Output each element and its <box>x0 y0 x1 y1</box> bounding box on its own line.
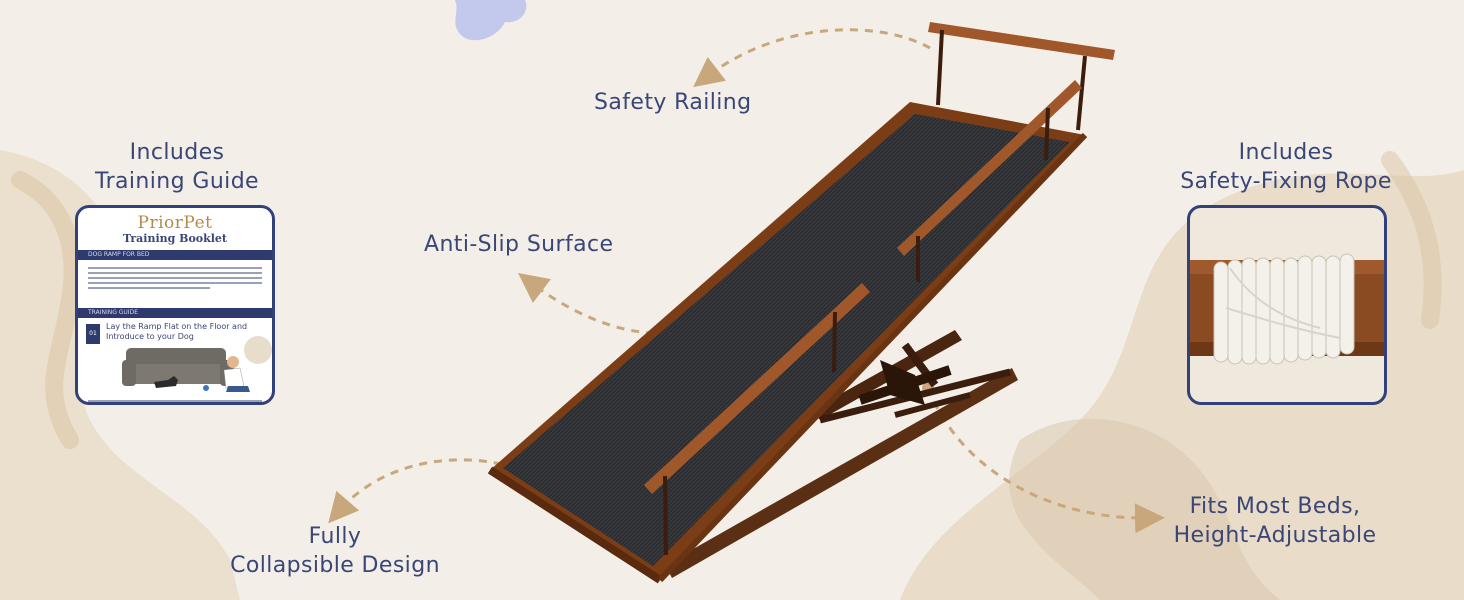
safety-railings <box>644 22 1115 556</box>
booklet-step-title-line-2: Introduce to your Dog <box>106 332 194 341</box>
booklet-sofa-illustration <box>122 336 272 392</box>
label-fits-beds-line-1: Fits Most Beds, <box>1189 494 1361 519</box>
booklet-section-bar-2: TRAINING GUIDE <box>78 308 272 318</box>
label-safety-railing-text: Safety Railing <box>594 90 752 115</box>
ramp-support <box>665 330 1018 578</box>
rope-closeup-image <box>1190 253 1384 365</box>
label-training-guide: Includes Training Guide <box>82 138 272 196</box>
background-blob-left <box>0 150 240 600</box>
booklet-step-title: Lay the Ramp Flat on the Floor and Intro… <box>106 322 247 342</box>
booklet-brand: PriorPet <box>137 213 213 233</box>
label-collapsible-line-2: Collapsible Design <box>230 553 440 578</box>
label-rope-line-1: Includes <box>1238 140 1334 165</box>
booklet-step-title-line-1: Lay the Ramp Flat on the Floor and <box>106 322 248 331</box>
label-anti-slip: Anti-Slip Surface <box>424 230 613 259</box>
booklet-title: Training Booklet <box>122 232 228 245</box>
booklet-paragraph <box>88 264 262 292</box>
label-safety-railing: Safety Railing <box>594 88 752 117</box>
booklet-section-bar-1: DOG RAMP FOR BED <box>78 250 272 260</box>
label-collapsible: Fully Collapsible Design <box>222 522 448 580</box>
label-fits-beds: Fits Most Beds, Height-Adjustable <box>1162 492 1388 550</box>
label-training-guide-line-1: Includes <box>129 140 225 165</box>
arrow-safety-railing <box>693 28 931 88</box>
label-rope: Includes Safety-Fixing Rope <box>1168 138 1404 196</box>
booklet-step-badge: 01 <box>86 324 100 344</box>
label-collapsible-line-1: Fully <box>308 524 362 549</box>
booklet-caption-line <box>88 400 262 402</box>
label-anti-slip-text: Anti-Slip Surface <box>424 232 614 257</box>
label-fits-beds-line-2: Height-Adjustable <box>1173 523 1377 548</box>
background-stroke-left <box>11 171 82 449</box>
bone-shape <box>455 0 527 41</box>
rope-inset <box>1187 205 1387 405</box>
background-stroke-right <box>1381 151 1442 329</box>
label-rope-line-2: Safety-Fixing Rope <box>1180 169 1392 194</box>
arrow-anti-slip <box>518 272 752 335</box>
label-training-guide-line-2: Training Guide <box>94 169 259 194</box>
training-booklet-inset: PriorPet Training Booklet DOG RAMP FOR B… <box>75 205 275 405</box>
